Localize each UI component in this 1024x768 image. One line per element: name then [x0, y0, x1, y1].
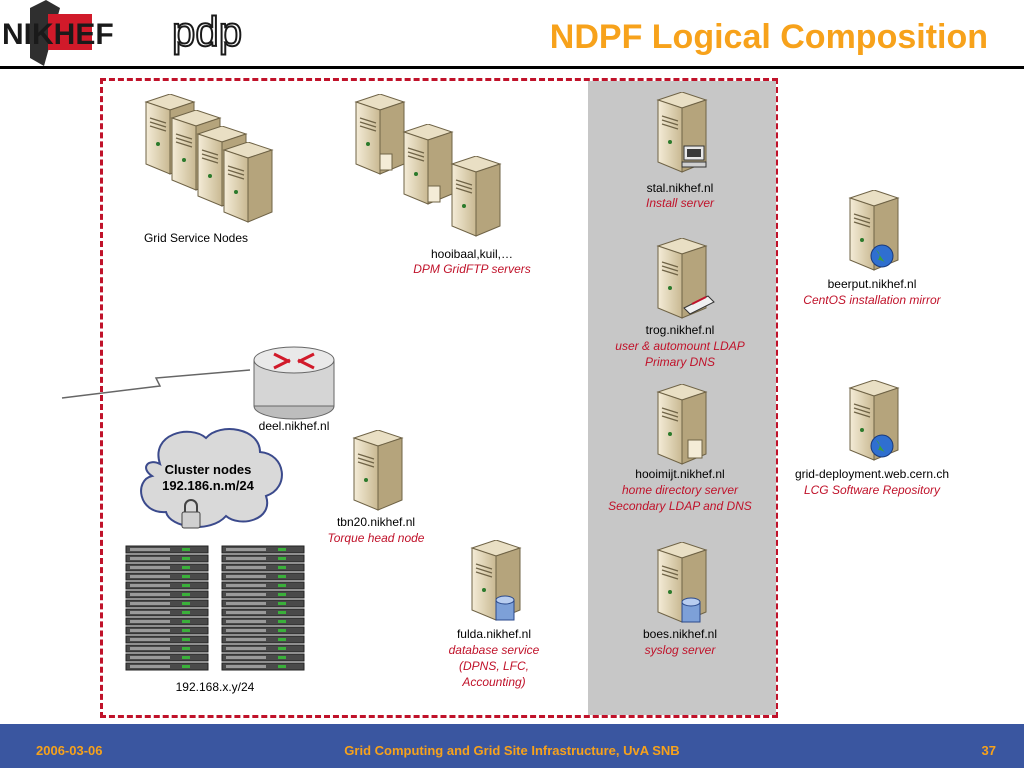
folder-icon — [687, 439, 703, 459]
rack-unit — [125, 554, 209, 563]
padlock-icon — [181, 499, 201, 529]
address-book-icon — [683, 295, 715, 315]
rack-unit — [125, 563, 209, 572]
grid-service-nodes-label: Grid Service Nodes — [143, 231, 249, 245]
wan-link-line — [61, 369, 251, 399]
dpm-servers-role: DPM GridFTP servers — [413, 262, 531, 276]
beerput-server-icon — [840, 190, 904, 280]
hooimijt-server-icon — [648, 384, 718, 474]
tbn20-role: Torque head node — [327, 531, 425, 545]
rack-unit — [125, 635, 209, 644]
beerput-role: CentOS installation mirror — [803, 293, 941, 307]
stal-role: Install server — [645, 196, 715, 210]
boes-server-icon — [648, 542, 712, 632]
rack-unit — [221, 581, 305, 590]
rack-unit — [125, 590, 209, 599]
grid-service-nodes-group — [136, 94, 286, 224]
hooimijt-name: hooimijt.nikhef.nl — [635, 467, 725, 481]
rack-unit — [221, 563, 305, 572]
router-icon — [253, 346, 335, 420]
rack-unit — [221, 626, 305, 635]
boes-name: boes.nikhef.nl — [642, 627, 718, 641]
rack-unit — [221, 644, 305, 653]
rack-unit — [221, 617, 305, 626]
globe-icon — [870, 244, 894, 268]
globe-icon — [870, 434, 894, 458]
rack-unit — [221, 662, 305, 671]
logo-text-nikhef: NIKHEF — [2, 18, 114, 51]
rack-unit — [125, 617, 209, 626]
slide-title: NDPF Logical Composition — [549, 18, 988, 56]
fulda-name: fulda.nikhef.nl — [456, 627, 532, 641]
header-divider — [0, 66, 1024, 69]
database-icon — [681, 597, 701, 623]
cluster-cloud-line1: Cluster nodes — [165, 462, 252, 477]
slide-footer — [0, 724, 1024, 768]
rack-unit — [125, 662, 209, 671]
nikhef-pdp-logo: NIKHEF pdp — [0, 0, 270, 66]
hooimijt-role-2: Secondary LDAP and DNS — [608, 499, 752, 513]
slide-header — [0, 0, 1024, 68]
wan-link-router — [60, 330, 340, 420]
rack-unit — [125, 626, 209, 635]
stal-name: stal.nikhef.nl — [646, 181, 714, 195]
cluster-cloud: Cluster nodes 192.186.n.m/24 — [130, 424, 290, 540]
trog-role-1: user & automount LDAP — [615, 339, 745, 353]
dpm-servers-name: hooibaal,kuil,… — [430, 247, 514, 261]
hooimijt-role-1: home directory server — [621, 483, 739, 497]
grid-deployment-server-icon — [840, 380, 904, 470]
beerput-name: beerput.nikhef.nl — [827, 277, 917, 291]
grid-deployment-name: grid-deployment.web.cern.ch — [794, 467, 950, 481]
database-icon — [495, 595, 515, 621]
trog-name: trog.nikhef.nl — [645, 323, 715, 337]
grid-deployment-role: LCG Software Repository — [803, 483, 941, 497]
fulda-role-2: (DPNS, LFC, — [458, 659, 529, 673]
rack-unit — [221, 545, 305, 554]
rack-unit — [221, 608, 305, 617]
diagram-boundary — [100, 78, 778, 718]
logo-text-pdp: pdp — [172, 8, 242, 55]
worker-node-racks — [124, 544, 308, 674]
rack-unit — [221, 599, 305, 608]
footer-page-number: 37 — [981, 743, 996, 758]
workstation-icon — [681, 145, 707, 168]
racks-label: 192.168.x.y/24 — [175, 680, 255, 694]
rack-unit — [221, 572, 305, 581]
dpm-servers-group — [346, 94, 506, 244]
boes-role: syslog server — [644, 643, 716, 657]
tbn20-name: tbn20.nikhef.nl — [336, 515, 416, 529]
trog-server-icon — [648, 238, 718, 328]
router-label: deel.nikhef.nl — [258, 419, 330, 433]
rack-unit — [125, 608, 209, 617]
cluster-cloud-line2: 192.186.n.m/24 — [162, 478, 255, 493]
rack-unit — [221, 554, 305, 563]
footer-date: 2006-03-06 — [36, 743, 103, 758]
tbn20-server-icon — [344, 430, 408, 520]
footer-center-text: Grid Computing and Grid Site Infrastruct… — [344, 743, 680, 758]
rack-unit — [125, 581, 209, 590]
fulda-server-icon — [462, 540, 526, 630]
rack-unit — [125, 545, 209, 554]
rack-unit — [125, 644, 209, 653]
fulda-role-1: database service — [448, 643, 540, 657]
rack-unit — [221, 590, 305, 599]
rack-unit — [221, 653, 305, 662]
trog-role-2: Primary DNS — [644, 355, 715, 369]
rack-unit — [125, 599, 209, 608]
fulda-role-3: Accounting) — [462, 675, 526, 689]
stal-server-icon — [648, 92, 712, 182]
rack-unit — [221, 635, 305, 644]
rack-unit — [125, 653, 209, 662]
rack-unit — [125, 572, 209, 581]
